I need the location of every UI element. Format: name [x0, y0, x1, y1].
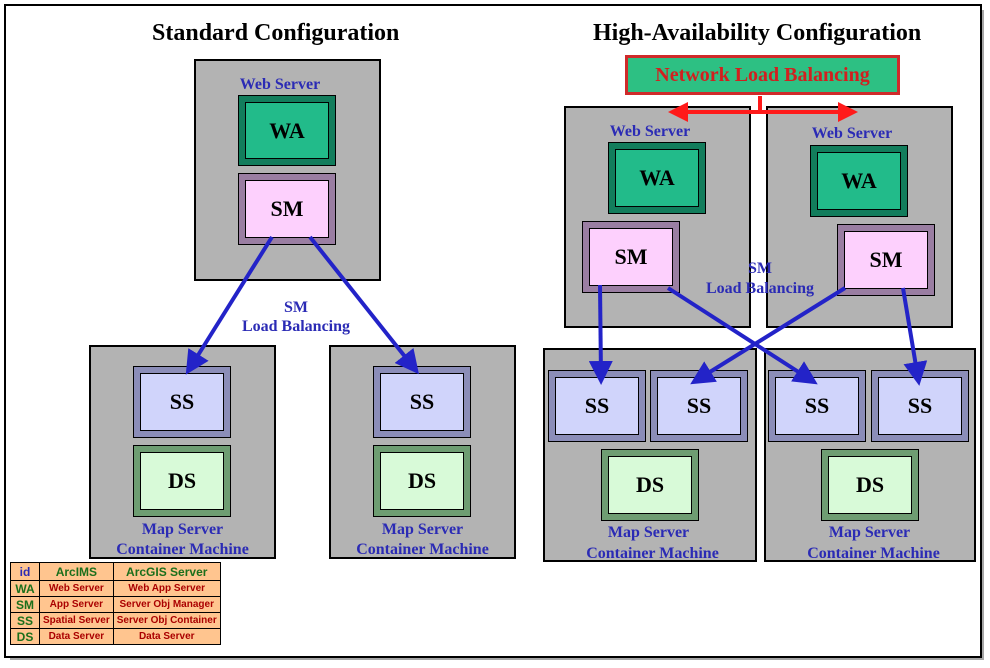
std-sm-lb-label-line1: SM [284, 299, 308, 316]
ha-ds-box-2: DS [821, 449, 919, 521]
ha-sm-box-1: SM [582, 221, 680, 293]
legend-row-arcgis: Data Server [112, 628, 221, 645]
ha-wa-box-1: WA [608, 142, 706, 214]
legend-header-id: id [10, 562, 40, 581]
legend-row-id: WA [10, 580, 40, 597]
ha-map-server-label-1a: Map Server [607, 524, 690, 541]
ha-config-title: High-Availability Configuration [593, 20, 922, 46]
ha-sm-lb-label-line2: Load Balancing [705, 280, 815, 297]
ha-sm2-to-ss4-arrow [901, 287, 928, 386]
legend-row-id: SS [10, 612, 40, 629]
ha-ss-label-4: SS [878, 377, 962, 435]
ha-web-server-label-2: Web Server [811, 125, 893, 142]
std-map-server-label-2a: Map Server [381, 521, 464, 538]
ha-sm1-to-ss3-arrow [666, 286, 818, 385]
std-ds-box-1: DS [133, 445, 231, 517]
legend-row-arcims: Web Server [39, 580, 114, 597]
legend-row: SM App Server Server Obj Manager [10, 596, 221, 613]
std-sm-label: SM [245, 180, 329, 238]
legend-row-arcims: Data Server [39, 628, 114, 645]
ha-ss-label-1: SS [555, 377, 639, 435]
std-ss-box-2: SS [373, 366, 471, 438]
std-ss-label-2: SS [380, 373, 464, 431]
ha-sm2-to-ss2-arrow [690, 286, 847, 385]
ha-map-server-label-2b: Container Machine [807, 545, 940, 562]
ha-map-server-label-2a: Map Server [828, 524, 911, 541]
ha-ss-box-1: SS [548, 370, 646, 442]
ha-sm-label-1: SM [589, 228, 673, 286]
legend-row: WA Web Server Web App Server [10, 580, 221, 597]
std-web-server-label: Web Server [239, 76, 321, 93]
legend-row-arcgis: Web App Server [112, 580, 221, 597]
ha-ds-label-2: DS [828, 456, 912, 514]
legend-row: SS Spatial Server Server Obj Container [10, 612, 221, 629]
ha-sm-label-2: SM [844, 231, 928, 289]
legend-header-row: id ArcIMS ArcGIS Server [10, 562, 221, 581]
legend-table: id ArcIMS ArcGIS Server WA Web Server We… [10, 562, 221, 645]
std-map-server-label-1a: Map Server [141, 521, 224, 538]
std-ss-box-1: SS [133, 366, 231, 438]
ha-sm-box-2: SM [837, 224, 935, 296]
std-sm-box: SM [238, 173, 336, 245]
ha-map-server-label-1b: Container Machine [586, 545, 719, 562]
std-wa-box: WA [238, 95, 336, 166]
network-load-balancing-box: Network Load Balancing [625, 55, 900, 95]
ha-wa-label-2: WA [817, 152, 901, 210]
legend-row-arcims: Spatial Server [39, 612, 114, 629]
legend-row-id: SM [10, 596, 40, 613]
std-ds-box-2: DS [373, 445, 471, 517]
ha-wa-box-2: WA [810, 145, 908, 217]
std-ds-label-1: DS [140, 452, 224, 510]
std-ds-label-2: DS [380, 452, 464, 510]
legend-row-arcgis: Server Obj Manager [112, 596, 221, 613]
std-map-server-label-1b: Container Machine [116, 541, 249, 558]
legend-header-arcims: ArcIMS [39, 562, 114, 581]
legend-row: DS Data Server Data Server [10, 628, 221, 645]
legend-header-arcgis: ArcGIS Server [112, 562, 221, 581]
standard-config-title: Standard Configuration [152, 20, 400, 46]
ha-web-server-label-1: Web Server [609, 123, 691, 140]
std-sm-lb-label-line2: Load Balancing [241, 318, 351, 335]
std-wa-label: WA [245, 102, 329, 159]
legend-row-arcgis: Server Obj Container [112, 612, 221, 629]
ha-sm1-to-ss1-arrow [588, 284, 613, 385]
ha-ds-label-1: DS [608, 456, 692, 514]
legend-row-arcims: App Server [39, 596, 114, 613]
ha-ss-label-2: SS [657, 377, 741, 435]
ha-sm-lb-label-line1: SM [748, 260, 772, 277]
std-sm-to-ss2-arrow [308, 235, 419, 375]
std-ss-label-1: SS [140, 373, 224, 431]
legend-row-id: DS [10, 628, 40, 645]
ha-wa-label-1: WA [615, 149, 699, 207]
std-map-server-label-2b: Container Machine [356, 541, 489, 558]
ha-ds-box-1: DS [601, 449, 699, 521]
std-sm-to-ss1-arrow [185, 235, 274, 375]
